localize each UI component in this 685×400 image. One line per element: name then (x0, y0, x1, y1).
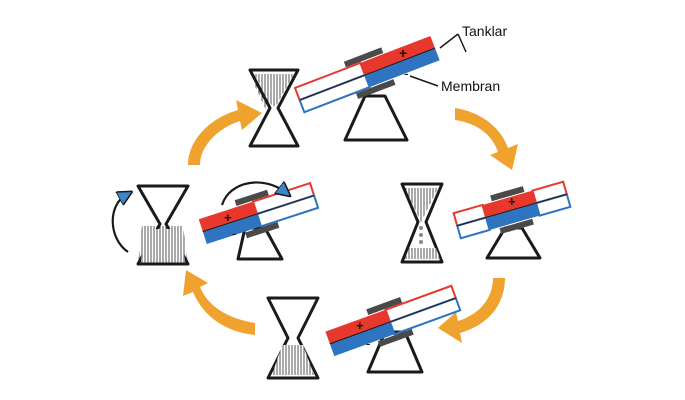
hourglass-icon (400, 182, 444, 264)
hourglass-icon (136, 184, 190, 266)
membrane-label: Membran (441, 78, 501, 94)
tanks-leader (457, 33, 467, 53)
plus-sign: + (224, 210, 232, 225)
tank-assembly-icon (325, 284, 462, 374)
minus-sign: - (366, 336, 370, 351)
tanks-label: Tanklar (462, 23, 508, 39)
hourglass-icon (266, 296, 320, 380)
tank-assembly-icon (452, 180, 572, 260)
plus-sign: + (399, 45, 407, 61)
rotation-arrow-icon (220, 182, 285, 206)
minus-sign: - (232, 226, 236, 241)
tanks-leader (439, 33, 459, 49)
cycle-arrow-icon (183, 270, 255, 335)
tank-assembly-icon (198, 181, 320, 261)
tank-assembly-icon (293, 35, 440, 142)
membrane-leader (409, 75, 439, 87)
cycle-arrow-icon (188, 100, 262, 165)
minus-sign: - (404, 65, 409, 81)
cycle-arrow-icon (438, 278, 505, 343)
plus-sign: + (356, 318, 364, 333)
plus-sign: + (508, 194, 516, 209)
cycle-arrow-icon (455, 108, 518, 170)
rotation-arrow-icon (111, 195, 128, 253)
hourglass-icon (248, 68, 300, 148)
